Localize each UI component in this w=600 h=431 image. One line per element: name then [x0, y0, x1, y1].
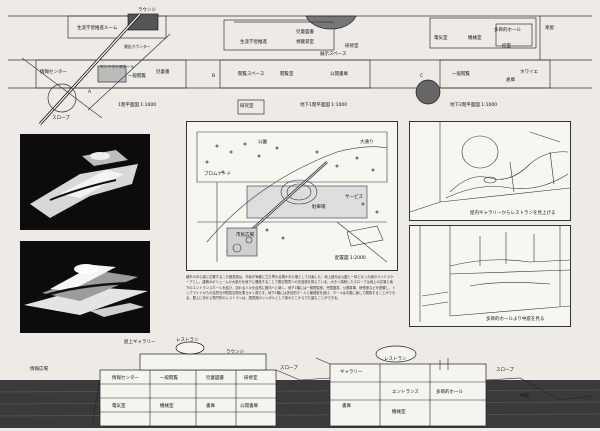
site-plan-label: 公園: [258, 140, 267, 145]
model-photo-1: [20, 134, 150, 230]
plan1-room-label: スロープ: [52, 116, 70, 121]
section-left-label: 書庫: [206, 404, 215, 409]
sketch-1: [409, 121, 571, 221]
sketch-2-caption: 多目的ホールより中庭を見る: [486, 317, 545, 322]
plan2-room-label: 生涯学習推進: [240, 40, 267, 45]
section-right-label: エントランス: [392, 390, 419, 395]
plan2-room-label: 視聴覚室: [296, 40, 314, 45]
plan3-room-label: 電気室: [434, 36, 448, 41]
section-left-label: 機械室: [160, 404, 174, 409]
plan3-room-label: 機械室: [468, 36, 482, 41]
site-plan-label: 市民広場: [236, 233, 254, 238]
section-left-label: スロープ: [280, 366, 298, 371]
plan2-room-label: B: [212, 74, 216, 79]
section-right-label: ギャラリー: [340, 370, 363, 375]
plan2-room-label: 閲覧室: [280, 72, 294, 77]
site-plan-frame: [186, 121, 398, 271]
section-left-label: 研修室: [244, 376, 258, 381]
plan2-room-label: 閲覧スペース: [238, 72, 265, 77]
plan3-room-label: 控室: [502, 44, 511, 49]
plan3-room-label: C: [420, 74, 424, 79]
section-left-label: 屋上ギャラリー: [124, 340, 156, 345]
description-text: 都市の中心部に位置するこの図書館は、市民が気軽に立ち寄れる開かれた場として計画し…: [186, 275, 396, 301]
plan2-room-label: 児童図書: [296, 30, 314, 35]
plan1-room-label: エントランスホール: [100, 64, 135, 69]
section-right-label: 中庭: [520, 394, 529, 399]
section-right-label: 書庫: [342, 404, 351, 409]
site-plan-caption: 配置図 1:2000: [335, 256, 366, 261]
sections-drawing: [0, 341, 600, 428]
site-plan-label: 駐車場: [312, 205, 326, 210]
plan1-room-label: 一般閲覧: [128, 74, 146, 79]
section-left-label: 情報広場: [30, 367, 48, 372]
plan2-room-label: 公開書庫: [330, 72, 348, 77]
plan2-room-label: 研究室: [240, 104, 254, 109]
plan3-caption: 地下2階平面図 1:1000: [450, 103, 498, 108]
plan1-room-label: ラウンジ: [138, 8, 156, 13]
plan3-room-label: 一般閲覧: [452, 72, 470, 77]
section-left-label: 電気室: [112, 404, 126, 409]
section-right-label: レストラン: [384, 357, 407, 362]
section-right-label: 多目的ホール: [436, 390, 463, 395]
plan3-room-label: 倉庫: [506, 78, 515, 83]
sketch-1-caption: 屋内ギャラリーからレストランを見上げる: [470, 211, 556, 216]
plan3-room-label: 楽屋: [545, 26, 554, 31]
plan1-room-label: 児童書: [156, 70, 170, 75]
plan1-caption: 1階平面図 1:1000: [118, 103, 157, 108]
plan3-room-label: ホワイエ: [520, 70, 538, 75]
section-left-label: 公開書庫: [240, 404, 258, 409]
plan3-room-label: 多目的ホール: [494, 28, 521, 33]
section-left-label: ラウンジ: [226, 350, 244, 355]
sketch-2: [409, 225, 571, 327]
model-photo-2: [20, 241, 150, 333]
site-plan-label: 大通り: [360, 140, 374, 145]
plan1-room-label: A: [88, 90, 92, 95]
plan2-caption: 地下1階平面図 1:1000: [300, 103, 348, 108]
plan1-room-label: 貸出カウンター: [124, 44, 151, 49]
plan-strip-lines: [8, 12, 592, 126]
section-right-label: スロープ: [496, 368, 514, 373]
section-left-label: 一般閲覧: [160, 376, 178, 381]
site-plan-label: プロムナード: [204, 172, 231, 177]
plan1-room-label: 生涯学習推進ルーム: [77, 26, 118, 31]
section-left-label: 情報センター: [112, 376, 139, 381]
plan2-room-label: 展示スペース: [320, 52, 347, 57]
plan2-room-label: 研修室: [345, 44, 359, 49]
section-left-label: レストラン: [176, 338, 199, 343]
section-right-label: 機械室: [392, 410, 406, 415]
site-plan-label: サービス: [345, 195, 363, 200]
section-left-label: 児童図書: [206, 376, 224, 381]
plan1-room-label: 情報センター: [40, 70, 67, 75]
